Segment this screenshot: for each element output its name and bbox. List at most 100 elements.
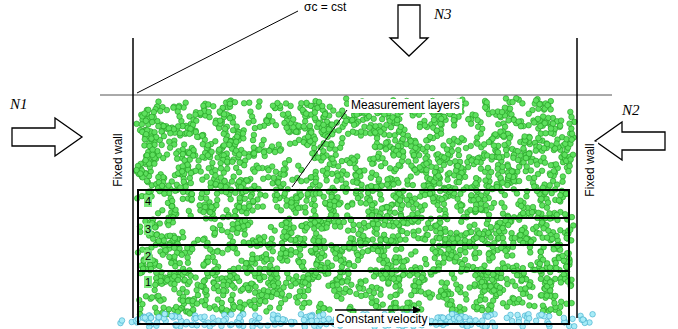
particle <box>206 109 212 115</box>
particle <box>208 180 214 186</box>
particle <box>458 191 464 197</box>
particle <box>531 120 537 126</box>
particle <box>419 275 425 281</box>
particle <box>458 219 464 225</box>
particle <box>405 178 411 184</box>
particle <box>531 175 537 181</box>
particle <box>500 164 506 170</box>
particle <box>386 132 392 138</box>
particle <box>339 158 345 164</box>
particle <box>270 249 276 255</box>
particle <box>189 197 195 203</box>
particle <box>194 287 200 293</box>
particle <box>219 227 225 233</box>
particle <box>498 275 504 281</box>
particle <box>336 128 342 134</box>
particle <box>482 197 488 203</box>
particle <box>200 177 206 183</box>
particle <box>369 295 375 301</box>
particle <box>281 167 287 173</box>
particle <box>472 255 478 261</box>
particle <box>416 228 422 234</box>
particle <box>331 288 337 294</box>
particle <box>274 291 280 297</box>
particle <box>188 170 194 176</box>
particle <box>290 117 296 123</box>
particle <box>423 261 429 267</box>
particle <box>169 203 175 209</box>
particle <box>445 177 451 183</box>
particle <box>159 128 165 134</box>
particle <box>513 283 519 289</box>
particle <box>220 250 226 256</box>
particle <box>277 148 283 154</box>
particle <box>361 233 367 239</box>
particle <box>505 163 511 169</box>
particle <box>253 284 259 290</box>
particle <box>201 262 207 268</box>
particle <box>392 210 398 216</box>
particle <box>215 249 221 255</box>
particle <box>384 122 390 128</box>
particle <box>479 307 485 313</box>
particle <box>246 100 252 106</box>
particle <box>424 161 430 167</box>
particle <box>386 280 392 286</box>
particle <box>527 303 533 309</box>
particle <box>293 129 299 135</box>
particle <box>485 307 491 313</box>
particle <box>214 191 220 197</box>
particle <box>350 227 356 233</box>
particle <box>507 106 513 112</box>
particle <box>214 283 220 289</box>
particle <box>556 310 562 316</box>
particle <box>489 205 495 211</box>
particle <box>172 235 178 241</box>
particle <box>509 230 515 236</box>
particle <box>329 263 335 269</box>
particle <box>203 287 209 293</box>
particle <box>477 297 483 303</box>
particle <box>333 245 339 251</box>
particle <box>207 114 213 120</box>
particle <box>422 203 428 209</box>
particle <box>500 235 506 241</box>
particle <box>156 123 162 129</box>
particle <box>327 307 333 313</box>
particle <box>203 196 209 202</box>
particle <box>377 192 383 198</box>
particle <box>368 175 374 181</box>
particle <box>520 101 526 107</box>
particle <box>251 132 257 138</box>
particle <box>311 208 317 214</box>
particle <box>533 148 539 154</box>
particle <box>509 253 515 259</box>
particle <box>437 181 443 187</box>
particle <box>257 237 263 243</box>
particle <box>383 147 389 153</box>
particle <box>569 131 575 137</box>
particle <box>483 178 489 184</box>
particle <box>496 121 502 127</box>
particle <box>210 160 216 166</box>
particle <box>304 198 310 204</box>
particle <box>558 299 564 305</box>
particle <box>482 297 488 303</box>
particle <box>180 196 186 202</box>
particle <box>370 237 376 243</box>
particle <box>213 307 219 313</box>
particle <box>222 178 228 184</box>
particle <box>346 262 352 268</box>
particle <box>503 248 509 254</box>
particle <box>369 161 375 167</box>
particle <box>322 305 328 311</box>
particle <box>379 116 385 122</box>
particle <box>275 180 281 186</box>
particle <box>436 173 442 179</box>
particle <box>441 260 447 266</box>
particle <box>467 224 473 230</box>
particle <box>212 259 218 265</box>
particle <box>463 230 469 236</box>
particle <box>504 276 510 282</box>
